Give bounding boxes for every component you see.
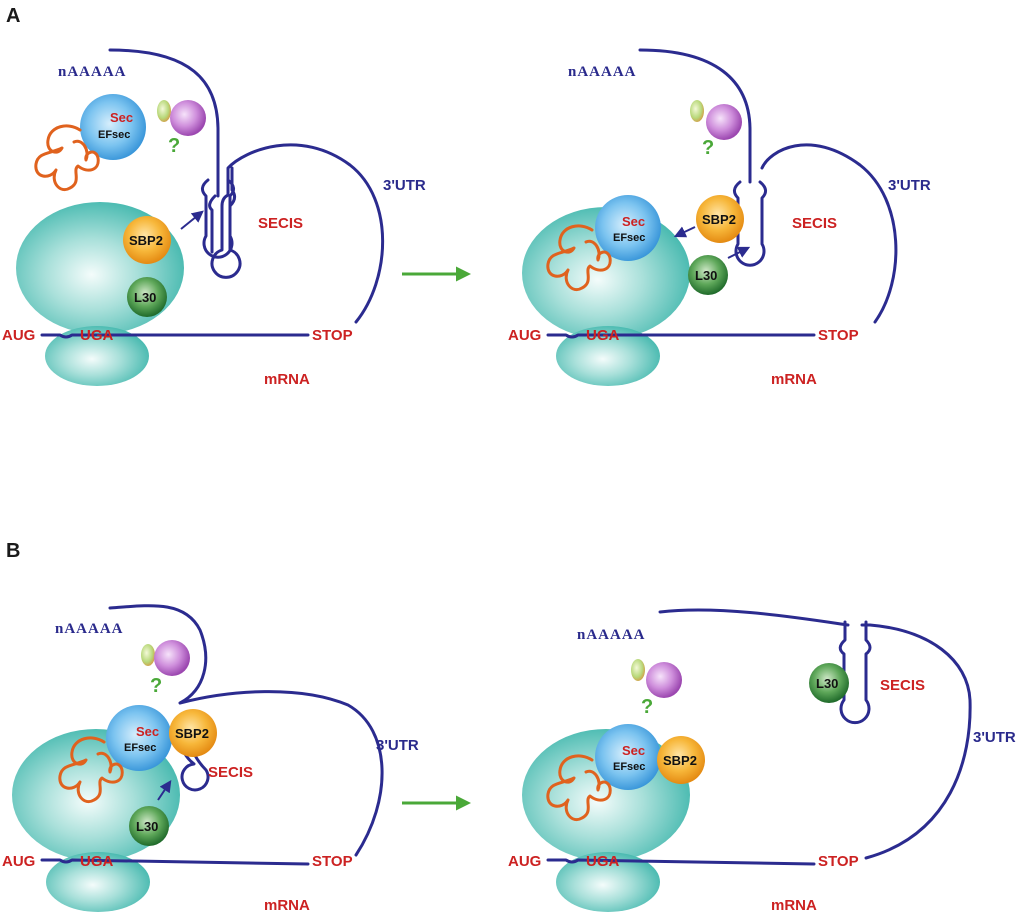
unknown-factor (646, 662, 682, 698)
efsec-label: EFsec (613, 232, 645, 244)
poly-a-tail: nAAAAA (577, 627, 646, 643)
small-factor (141, 644, 155, 666)
uga-codon-label: UGA (80, 853, 114, 870)
secis-hairpin (201, 178, 235, 259)
unknown-factor (706, 104, 742, 140)
mrna-label: mRNA (771, 897, 817, 914)
efsec-label: EFsec (613, 761, 645, 773)
binding-arrow (157, 780, 172, 801)
sec-label: Sec (622, 743, 645, 758)
l30-label: L30 (816, 676, 838, 691)
stop-codon-label: STOP (818, 853, 859, 870)
l30-protein (688, 255, 728, 295)
small-factor (631, 659, 645, 681)
sbp2-label: SBP2 (663, 753, 697, 768)
three-prime-utr-label: 3'UTR (383, 177, 426, 194)
unknown-factor-question-mark: ? (702, 137, 714, 159)
aug-codon-label: AUG (508, 327, 541, 344)
sec-label: Sec (136, 724, 159, 739)
ribosome-small-subunit (556, 852, 660, 912)
sbp2-protein (696, 195, 744, 243)
sbp2-protein (657, 736, 705, 784)
binding-arrow (727, 246, 751, 259)
mrna-strand (546, 608, 972, 866)
sbp2-protein (169, 709, 217, 757)
uga-codon-label: UGA (586, 853, 620, 870)
small-factor (157, 100, 171, 122)
stop-codon-label: STOP (312, 327, 353, 344)
sbp2-label: SBP2 (175, 726, 209, 741)
l30-label: L30 (134, 290, 156, 305)
mrna-label: mRNA (264, 897, 310, 914)
panel-a-initial-state: nAAAAA Sec EFsec ? SBP2 L30 SECIS 3'UTR … (2, 48, 426, 388)
unknown-factor-question-mark: ? (168, 135, 180, 157)
secis-hairpin (733, 180, 767, 267)
sbp2-protein (123, 216, 171, 264)
mrna-label: mRNA (771, 371, 817, 388)
three-prime-utr-label: 3'UTR (888, 177, 931, 194)
sbp2-label: SBP2 (129, 233, 163, 248)
aug-codon-label: AUG (508, 853, 541, 870)
ribosome-small-subunit (556, 326, 660, 386)
secis-label: SECIS (258, 215, 303, 232)
panel-b-initial-state: nAAAAA Sec EFsec ? SBP2 L30 SECIS 3'UTR … (2, 604, 419, 914)
mrna-strand (546, 48, 898, 339)
l30-label: L30 (695, 268, 717, 283)
unknown-factor-question-mark: ? (641, 696, 653, 718)
aug-codon-label: AUG (2, 327, 35, 344)
ribosome-small-subunit (45, 326, 149, 386)
panel-label-b: B (6, 540, 20, 562)
efsec-label: EFsec (124, 742, 156, 754)
sec-label: Sec (622, 214, 645, 229)
ribosome-small-subunit (46, 852, 150, 912)
panel-a-bound-state: nAAAAA Sec EFsec ? SBP2 L30 SECIS 3'UTR … (508, 48, 931, 388)
unknown-factor (170, 100, 206, 136)
mrna-strand (40, 604, 384, 866)
l30-label: L30 (136, 819, 158, 834)
sec-label: Sec (110, 110, 133, 125)
l30-protein (127, 277, 167, 317)
efsec-factor (595, 195, 661, 261)
efsec-factor (80, 94, 146, 160)
sbp2-label: SBP2 (702, 212, 736, 227)
stop-codon-label: STOP (312, 853, 353, 870)
secis-label: SECIS (792, 215, 837, 232)
binding-arrow (180, 210, 204, 230)
secis-label: SECIS (208, 764, 253, 781)
mrna-strand (40, 48, 385, 339)
efsec-label: EFsec (98, 129, 130, 141)
efsec-factor (106, 705, 172, 771)
secis-hairpin (838, 620, 872, 725)
small-factor (690, 100, 704, 122)
l30-protein (129, 806, 169, 846)
three-prime-utr-label: 3'UTR (376, 737, 419, 754)
mrna-label: mRNA (264, 371, 310, 388)
panel-label-a: A (6, 5, 20, 27)
unknown-factor (154, 640, 190, 676)
poly-a-tail: nAAAAA (568, 64, 637, 80)
l30-protein (809, 663, 849, 703)
stop-codon-label: STOP (818, 327, 859, 344)
secis-hairpin (180, 743, 210, 792)
poly-a-tail: nAAAAA (58, 64, 127, 80)
binding-arrow (673, 226, 696, 238)
unknown-factor-question-mark: ? (150, 675, 162, 697)
poly-a-tail: nAAAAA (55, 621, 124, 637)
aug-codon-label: AUG (2, 853, 35, 870)
efsec-factor (595, 724, 661, 790)
panel-b-released-state: nAAAAA Sec EFsec ? SBP2 L30 SECIS 3'UTR … (508, 608, 1016, 914)
uga-codon-label: UGA (586, 327, 620, 344)
three-prime-utr-label: 3'UTR (973, 729, 1016, 746)
secis-label: SECIS (880, 677, 925, 694)
uga-codon-label: UGA (80, 327, 114, 344)
